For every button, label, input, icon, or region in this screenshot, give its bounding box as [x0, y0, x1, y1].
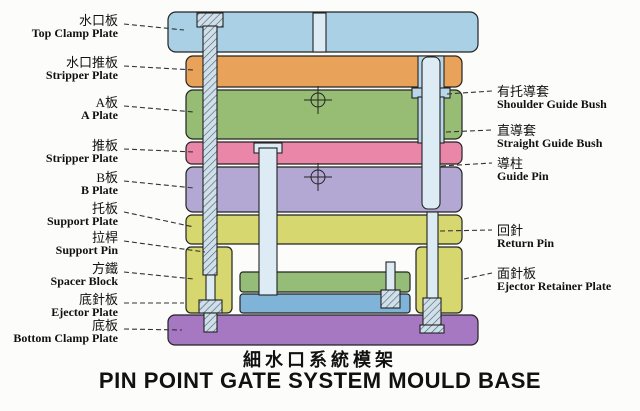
leader-line — [123, 271, 195, 280]
label-straight-guide-bush: 直導套 Straight Guide Bush — [497, 124, 602, 150]
ejector-retainer-plate-shape — [239, 271, 411, 293]
label-support-plate: 托板 Support Plate — [47, 202, 118, 228]
leader-line — [123, 105, 195, 113]
label-ejector-plate-en: Ejector Plate — [51, 305, 118, 319]
stripper-plate-top-shape — [185, 55, 463, 88]
label-straight-guide-bush-en: Straight Guide Bush — [497, 136, 603, 150]
pins-group — [196, 12, 451, 334]
leader-line — [439, 229, 493, 232]
label-shoulder-guide-bush-en: Shoulder Guide Bush — [497, 97, 607, 111]
label-top-clamp-plate-en: Top Clamp Plate — [31, 26, 118, 40]
label-a-plate-en: A Plate — [81, 108, 118, 122]
return-pin-shape — [426, 211, 439, 301]
label-top-clamp-plate: 水口板 Top Clamp Plate — [32, 14, 118, 40]
sprue-bush-shape — [312, 12, 327, 53]
ejector-screw-shaft — [385, 261, 396, 293]
label-support-plate-zh: 托板 — [91, 201, 118, 216]
support-pin-shaft — [202, 25, 218, 276]
support-pin-head — [196, 12, 224, 28]
label-ejector-retainer-plate-en: Ejector Retainer Plate — [497, 279, 612, 293]
label-b-plate-en: B Plate — [81, 183, 118, 197]
label-ejector-retainer-plate: 面針板 Ejector Retainer Plate — [497, 267, 611, 293]
label-stripper-plate-top: 水口推板 Stripper Plate — [46, 56, 118, 82]
center-mark-icon — [304, 86, 332, 114]
label-return-pin-en: Return Pin — [497, 236, 554, 250]
support-plate-shape — [185, 214, 463, 245]
label-guide-pin: 導柱 Guide Pin — [497, 157, 549, 183]
label-spacer-block-zh: 方鐵 — [91, 261, 118, 276]
label-top-clamp-plate-zh: 水口板 — [78, 13, 118, 28]
stop-pin-shape — [205, 274, 216, 303]
leader-line — [123, 211, 195, 228]
center-pin-body — [258, 147, 278, 296]
label-stripper-plate-zh: 推板 — [91, 138, 118, 153]
ejector-plate-shape — [239, 293, 411, 314]
b-plate-shape — [185, 166, 463, 213]
stripper-plate-shape — [185, 141, 463, 165]
center-mark-icon — [304, 163, 332, 191]
label-guide-pin-en: Guide Pin — [497, 169, 549, 183]
label-stripper-plate-top-zh: 水口推板 — [65, 55, 118, 70]
leader-line — [123, 148, 195, 153]
a-plate-shape — [185, 89, 463, 140]
leader-line — [123, 65, 195, 71]
label-support-pin-zh: 拉桿 — [91, 230, 118, 245]
label-spacer-block-en: Spacer Block — [50, 274, 118, 288]
label-ejector-retainer-plate-zh: 面針板 — [497, 266, 537, 281]
leader-line — [463, 272, 493, 280]
leader-line — [123, 180, 195, 189]
guide-pin-shape — [421, 56, 441, 210]
label-guide-pin-zh: 導柱 — [497, 156, 524, 171]
label-stripper-plate-top-en: Stripper Plate — [45, 68, 118, 82]
leader-line — [440, 162, 493, 167]
label-a-plate-zh: A板 — [95, 95, 118, 110]
center-marks-group — [304, 86, 332, 191]
label-straight-guide-bush-zh: 直導套 — [497, 123, 537, 138]
diagram-title-zh: 細水口系統模架 — [243, 350, 397, 370]
plates-group — [167, 11, 479, 346]
return-pin-bolt-head — [419, 324, 445, 334]
label-b-plate: B板 B Plate — [81, 171, 118, 197]
label-stripper-plate: 推板 Stripper Plate — [46, 139, 118, 165]
return-pin-bolt — [422, 297, 442, 327]
ejector-screw-head — [380, 289, 401, 309]
leader-lines-group — [123, 23, 493, 331]
support-pin-bolt — [203, 312, 218, 333]
label-stripper-plate-en: Stripper Plate — [45, 151, 118, 165]
label-bottom-clamp-plate: 底板 Bottom Clamp Plate — [13, 319, 118, 345]
label-spacer-block: 方鐵 Spacer Block — [51, 262, 118, 288]
leader-line — [123, 23, 185, 31]
leader-line — [123, 328, 183, 331]
label-support-pin-en: Support Pin — [55, 243, 118, 257]
leader-line — [123, 240, 206, 253]
label-bottom-clamp-plate-en: Bottom Clamp Plate — [13, 331, 118, 345]
label-bottom-clamp-plate-zh: 底板 — [91, 318, 118, 333]
label-support-plate-en: Support Plate — [46, 214, 118, 228]
label-support-pin: 拉桿 Support Pin — [56, 231, 118, 257]
label-return-pin: 回針 Return Pin — [497, 224, 554, 250]
stop-pin-base — [198, 299, 223, 314]
label-return-pin-zh: 回針 — [497, 223, 524, 238]
label-a-plate: A板 A Plate — [81, 96, 118, 122]
label-ejector-plate: 底針板 Ejector Plate — [51, 293, 118, 319]
label-ejector-plate-zh: 底針板 — [78, 292, 118, 307]
diagram-title-en: PIN POINT GATE SYSTEM MOULD BASE — [98, 368, 542, 393]
label-b-plate-zh: B板 — [96, 170, 118, 185]
label-shoulder-guide-bush: 有托導套 Shoulder Guide Bush — [497, 85, 607, 111]
label-shoulder-guide-bush-zh: 有托導套 — [497, 84, 550, 99]
